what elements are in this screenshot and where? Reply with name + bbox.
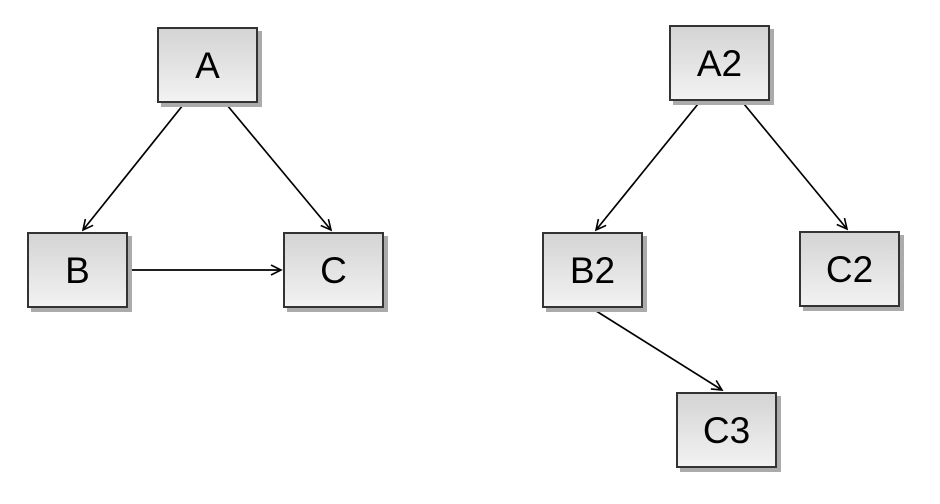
node-label: C bbox=[320, 249, 347, 291]
node-label: A2 bbox=[696, 42, 743, 84]
node-B[interactable]: B bbox=[27, 232, 128, 308]
node-A[interactable]: A bbox=[157, 27, 258, 103]
node-label: A bbox=[195, 44, 220, 86]
node-C3[interactable]: C3 bbox=[676, 392, 777, 468]
edge-A-B[interactable] bbox=[83, 104, 184, 230]
node-A2[interactable]: A2 bbox=[669, 25, 770, 101]
edge-A-C[interactable] bbox=[226, 104, 331, 230]
edge-B2-C3[interactable] bbox=[592, 308, 722, 390]
node-label: B bbox=[65, 249, 90, 291]
edge-A2-B2[interactable] bbox=[596, 103, 699, 230]
node-label: C3 bbox=[702, 409, 751, 451]
node-C2[interactable]: C2 bbox=[799, 231, 900, 307]
edge-A2-C2[interactable] bbox=[743, 103, 847, 229]
node-label: B2 bbox=[569, 249, 616, 291]
node-label: C2 bbox=[825, 248, 874, 290]
node-C[interactable]: C bbox=[283, 232, 384, 308]
node-B2[interactable]: B2 bbox=[542, 232, 643, 308]
